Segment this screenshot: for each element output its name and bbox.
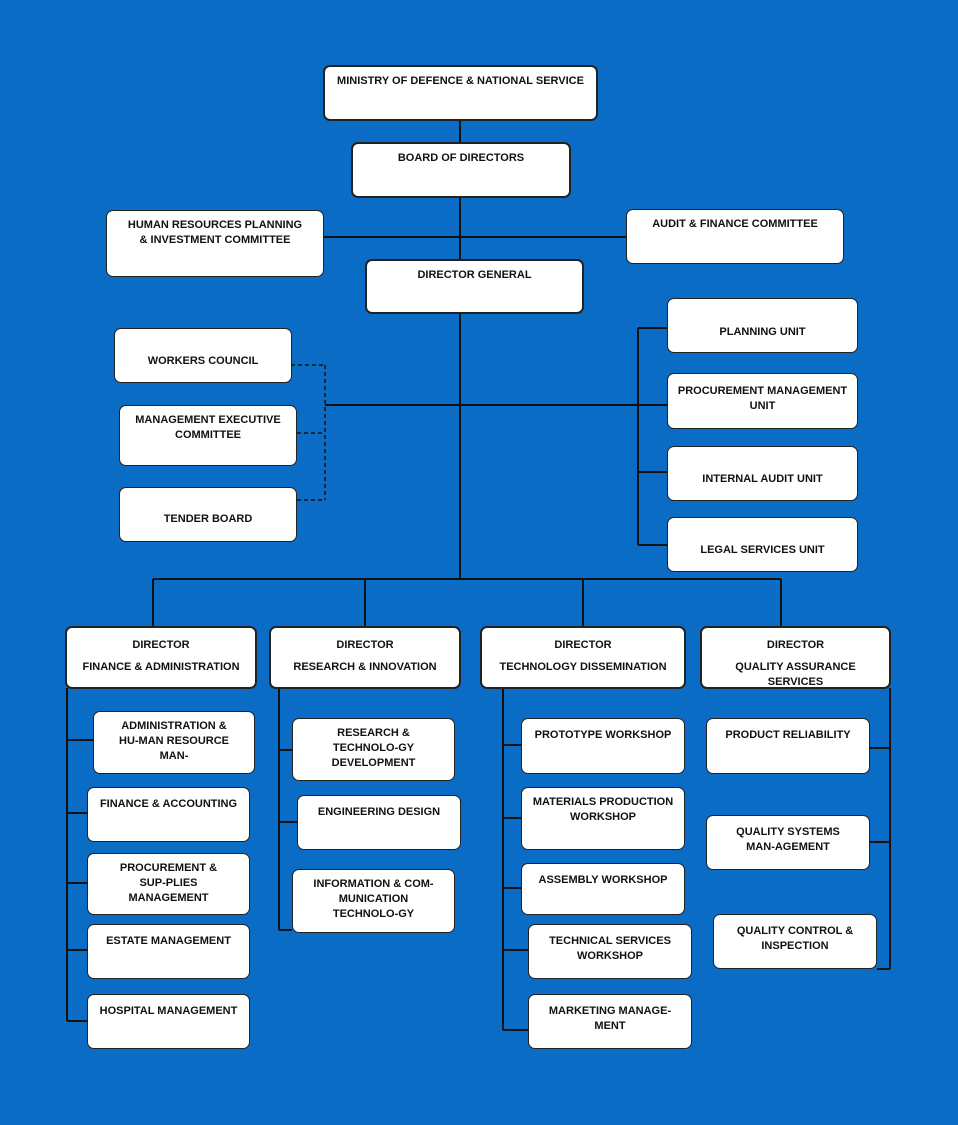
dept-ict: INFORMATION & COM-MUNICATION TECHNOLO-GY xyxy=(292,869,455,933)
workers-council-box: WORKERS COUNCIL xyxy=(114,328,292,383)
dept-materials-production: MATERIALS PRODUCTION WORKSHOP xyxy=(521,787,685,850)
director-title: DIRECTOR xyxy=(766,639,825,651)
director-title: DIRECTOR xyxy=(554,639,612,651)
audit-committee-box: AUDIT & FINANCE COMMITTEE xyxy=(626,209,844,264)
dept-engineering-design: ENGINEERING DESIGN xyxy=(297,795,461,850)
director-technology-box: DIRECTOR TECHNOLOGY DISSEMINATION xyxy=(480,626,686,689)
ministry-box: MINISTRY OF DEFENCE & NATIONAL SERVICE xyxy=(323,65,598,121)
dept-prototype-workshop: PROTOTYPE WORKSHOP xyxy=(521,718,685,774)
director-name: TECHNOLOGY DISSEMINATION xyxy=(499,661,667,673)
dept-technical-services: TECHNICAL SERVICES WORKSHOP xyxy=(528,924,692,979)
director-research-box: DIRECTOR RESEARCH & INNOVATION xyxy=(269,626,461,689)
tender-board-box: TENDER BOARD xyxy=(119,487,297,542)
dept-research-technology: RESEARCH & TECHNOLO-GY DEVELOPMENT xyxy=(292,718,455,781)
dept-admin-hr: ADMINISTRATION & HU-MAN RESOURCE MAN- xyxy=(93,711,255,774)
director-name: QUALITY ASSURANCE SERVICES xyxy=(735,661,856,688)
planning-unit-box: PLANNING UNIT xyxy=(667,298,858,353)
director-title: DIRECTOR xyxy=(336,639,394,651)
director-general-box: DIRECTOR GENERAL xyxy=(365,259,584,314)
hr-committee-box: HUMAN RESOURCES PLANNING & INVESTMENT CO… xyxy=(106,210,324,277)
dept-estate-management: ESTATE MANAGEMENT xyxy=(87,924,250,979)
director-name: FINANCE & ADMINISTRATION xyxy=(82,661,240,673)
legal-services-unit-box: LEGAL SERVICES UNIT xyxy=(667,517,858,572)
director-finance-box: DIRECTOR FINANCE & ADMINISTRATION xyxy=(65,626,257,689)
dept-hospital-management: HOSPITAL MANAGEMENT xyxy=(87,994,250,1049)
dept-product-reliability: PRODUCT RELIABILITY xyxy=(706,718,870,774)
dept-assembly-workshop: ASSEMBLY WORKSHOP xyxy=(521,863,685,915)
director-name: RESEARCH & INNOVATION xyxy=(293,661,437,673)
board-box: BOARD OF DIRECTORS xyxy=(351,142,571,198)
director-title: DIRECTOR xyxy=(132,639,190,651)
dept-marketing-management: MARKETING MANAGE-MENT xyxy=(528,994,692,1049)
procurement-unit-box: PROCUREMENT MANAGEMENT UNIT xyxy=(667,373,858,429)
internal-audit-unit-box: INTERNAL AUDIT UNIT xyxy=(667,446,858,501)
dept-quality-systems: QUALITY SYSTEMS MAN-AGEMENT xyxy=(706,815,870,870)
management-executive-box: MANAGEMENT EXECUTIVE COMMITTEE xyxy=(119,405,297,466)
director-quality-box: DIRECTOR QUALITY ASSURANCE SERVICES xyxy=(700,626,891,689)
dept-procurement-supplies: PROCUREMENT & SUP-PLIES MANAGEMENT xyxy=(87,853,250,915)
dept-quality-control: QUALITY CONTROL & INSPECTION xyxy=(713,914,877,969)
dept-finance-accounting: FINANCE & ACCOUNTING xyxy=(87,787,250,842)
